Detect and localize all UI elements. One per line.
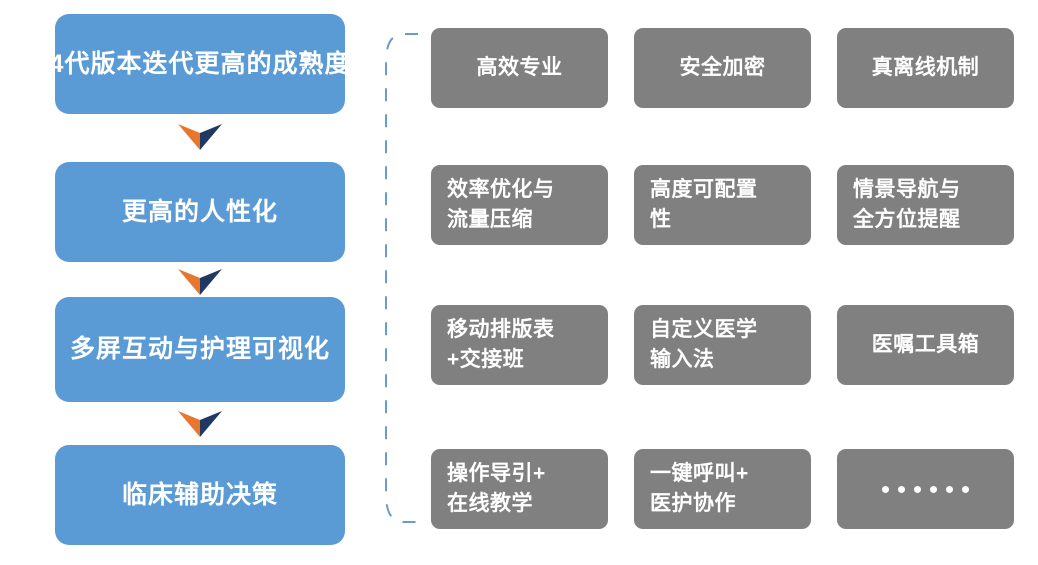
feature-label-line: 输入法 [650,348,715,371]
feature-label-line: 医护协作 [650,492,736,515]
ellipsis-dot [946,485,953,493]
feature-label-line: +交接班 [447,348,525,371]
flow-step-box[interactable]: 多屏互动与 护理可视化 [55,297,345,402]
feature-label-line: 在线教学 [447,492,533,515]
feature-label-line: 医嘱工具箱 [871,332,980,356]
feature-box[interactable]: 移动排版表 +交接班 [431,305,608,385]
feature-box[interactable]: 医嘱工具箱 [837,305,1014,385]
ellipsis-dot [914,485,921,493]
feature-box[interactable]: 情景导航与 全方位提醒 [837,165,1014,245]
feature-box[interactable]: 自定义医学 输入法 [634,305,811,385]
feature-label-line: 性 [650,208,672,231]
feature-label-line: 真离线机制 [871,55,980,79]
feature-label-line: 流量压缩 [447,208,533,231]
flow-step-line: 多屏互动与 [69,335,200,364]
flow-step-box[interactable]: 更高的人性化 [55,162,345,262]
feature-box[interactable]: 真离线机制 [837,28,1014,108]
flow-step-line: 护理可视化 [200,335,331,364]
feature-label-line: 高效专业 [476,55,563,79]
feature-label-line: 安全加密 [679,55,766,79]
feature-label-line: 高度可配置 [650,177,758,201]
flow-step-box[interactable]: 4代版本迭代 更高的成熟度 [50,14,349,114]
feature-label-line: 一键呼叫+ [650,461,749,485]
feature-box[interactable]: 安全加密 [634,28,811,108]
flow-step-line: 更高的人性化 [121,197,278,226]
feature-box[interactable]: 一键呼叫+ 医护协作 [634,449,811,529]
feature-box[interactable] [837,449,1014,529]
dashed-left-brace-icon [374,28,422,528]
feature-box[interactable]: 高度可配置 性 [634,165,811,245]
feature-label-line: 全方位提醒 [853,208,961,231]
flow-step-box[interactable]: 临床辅助决策 [55,445,345,545]
ellipsis-dot [898,485,905,493]
ellipsis-dot [930,485,937,493]
feature-label-line: 自定义医学 [650,317,758,341]
ellipsis-dots-icon [882,485,969,493]
chevron-down-icon [178,411,222,437]
feature-box[interactable]: 操作导引+ 在线教学 [431,449,608,529]
ellipsis-dot [962,485,969,493]
ellipsis-dot [882,485,889,493]
feature-box[interactable]: 高效专业 [431,28,608,108]
feature-label-line: 效率优化与 [447,177,555,201]
flow-step-line: 更高的成熟度 [194,49,351,78]
feature-box[interactable]: 效率优化与 流量压缩 [431,165,608,245]
feature-label-line: 移动排版表 [447,317,555,341]
flow-step-line: 临床辅助决策 [121,480,278,509]
chevron-down-icon [178,269,222,295]
feature-label-line: 操作导引+ [447,461,546,485]
chevron-down-icon [178,124,222,150]
flow-step-line: 4代版本迭代 [49,49,195,78]
feature-label-line: 情景导航与 [853,177,961,201]
